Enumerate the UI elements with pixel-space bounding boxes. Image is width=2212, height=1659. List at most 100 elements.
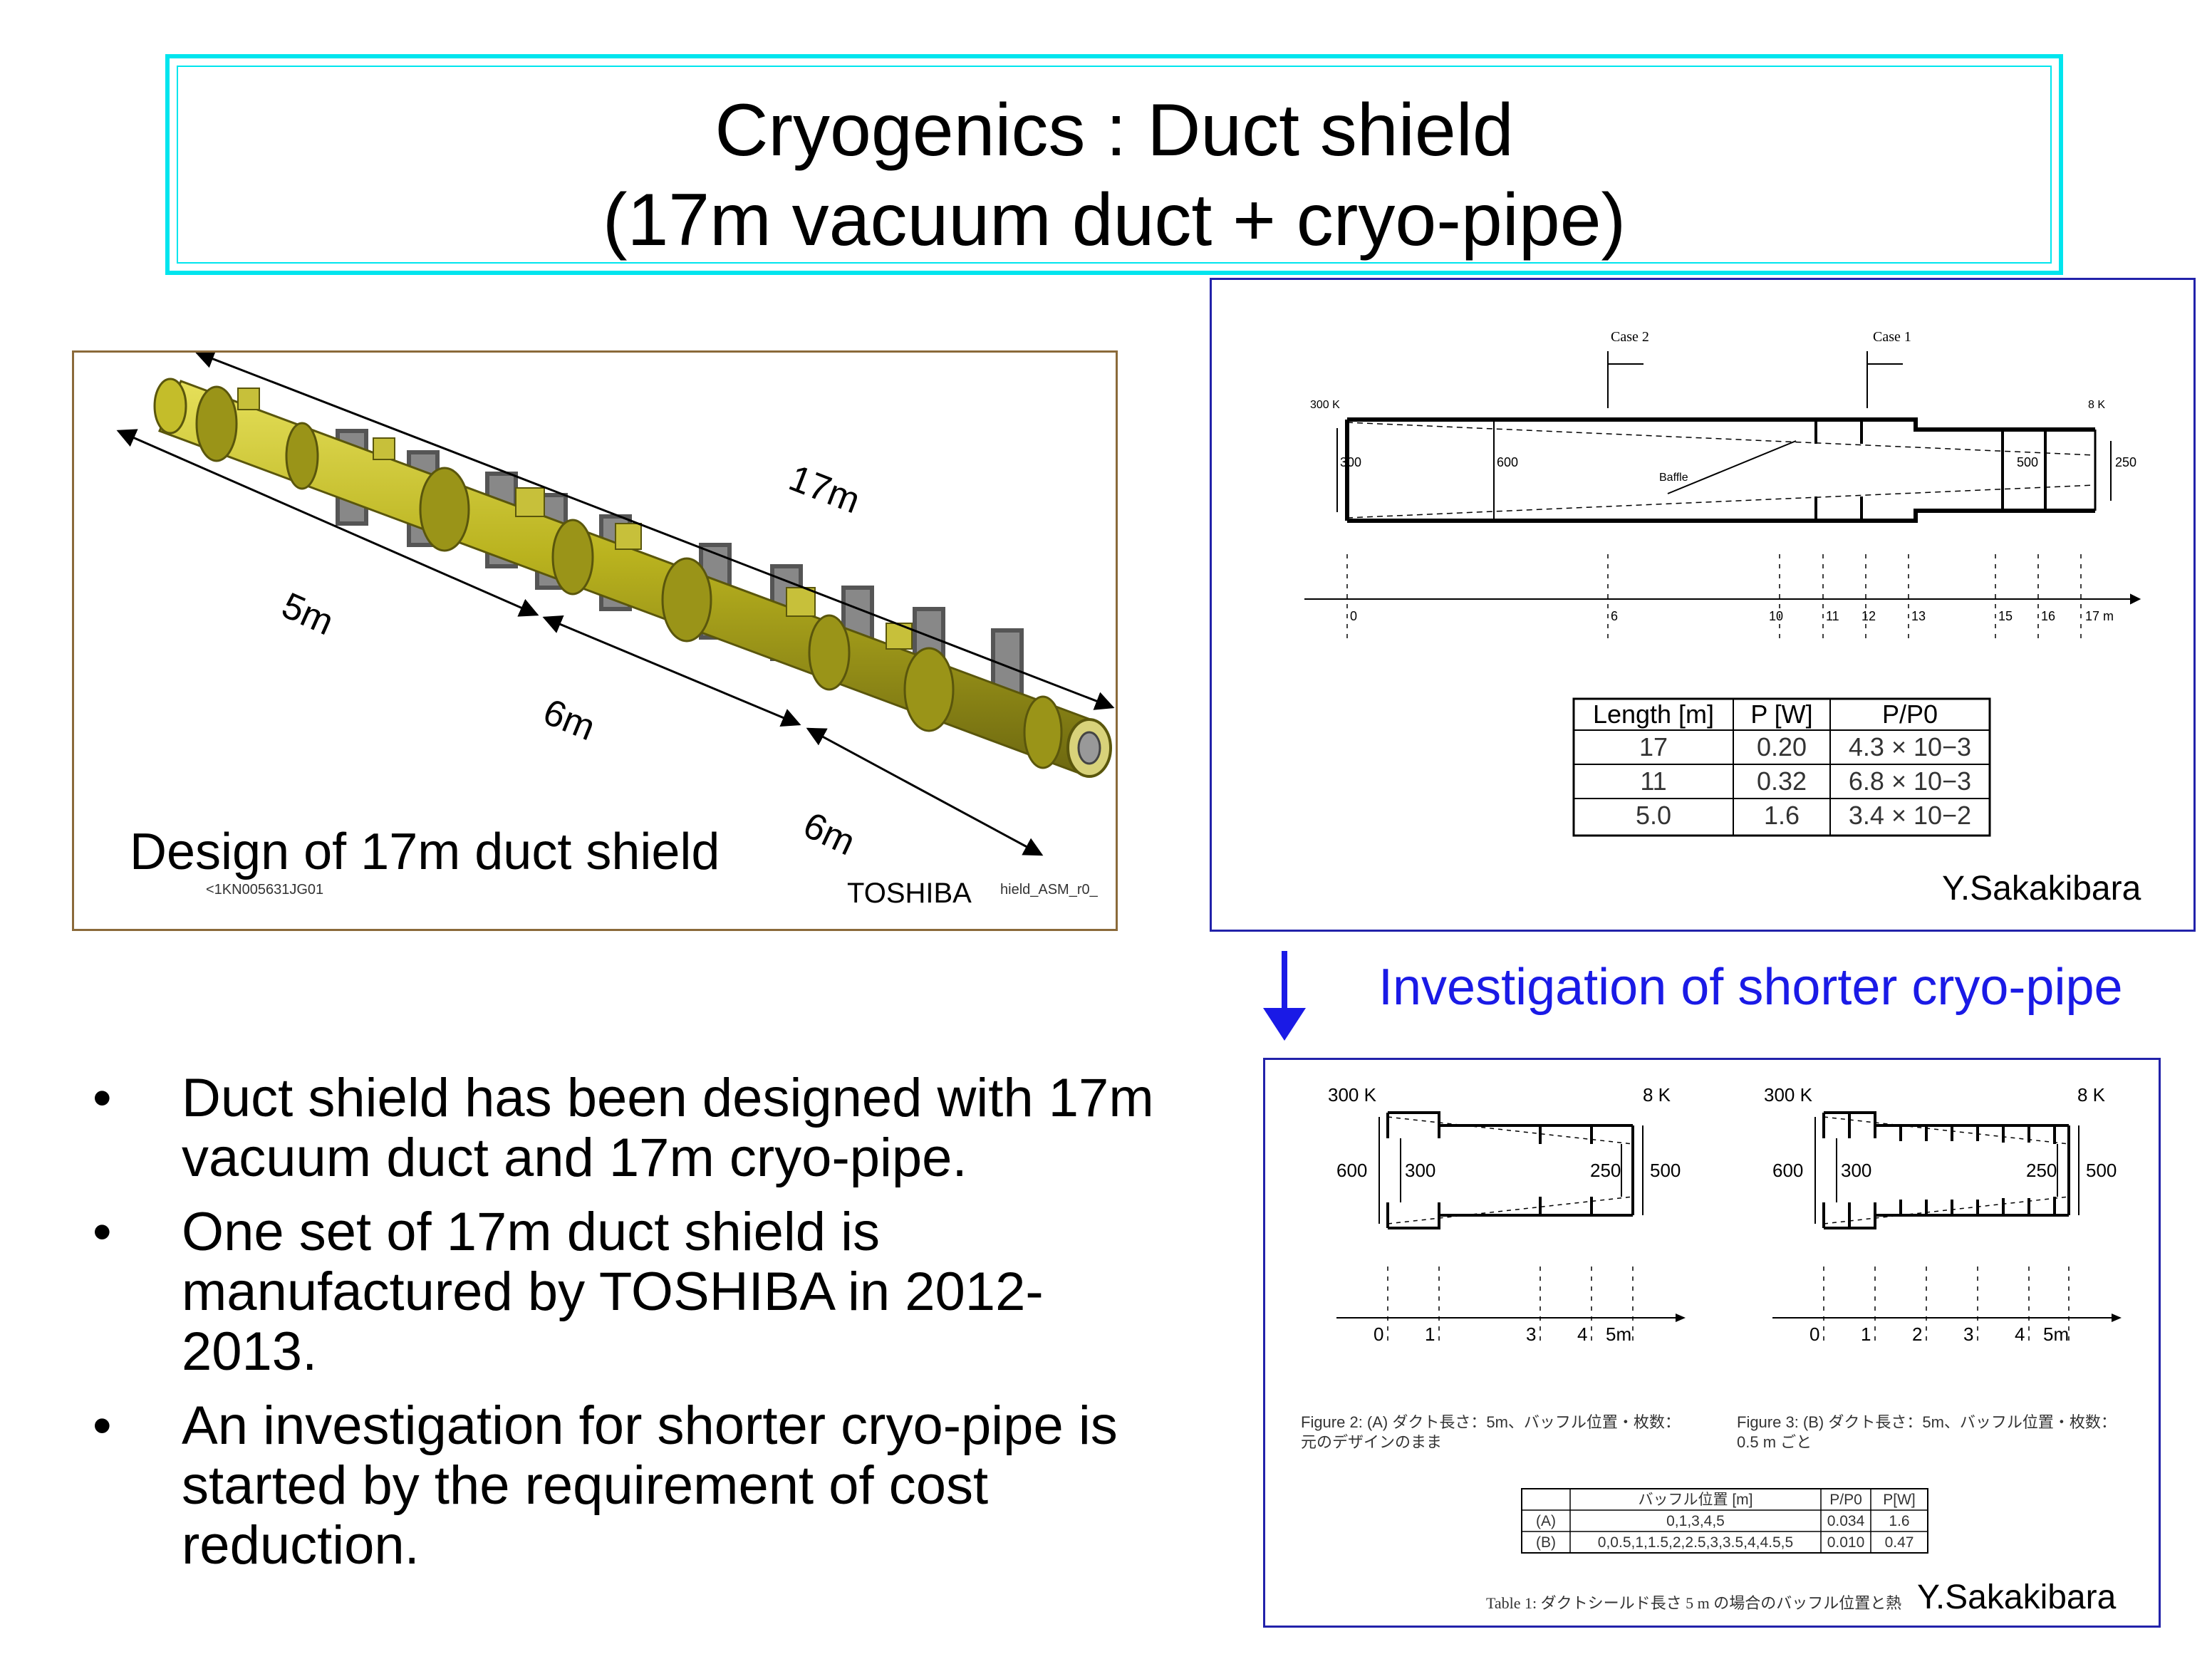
table-cell: 1.6 [1764,801,1800,830]
figure-a-duct: 300 K 8 K 600 300 250 500 [1328,1084,1686,1345]
bullet-text: One set of 17m duct shield is manufactur… [182,1202,1044,1382]
figA-tick-1: 1 [1425,1323,1435,1345]
dimension-5m-label: 5m [276,585,340,643]
baffle-table-cell: (A) [1536,1513,1556,1529]
axis-tick-16: 16 [2041,609,2055,623]
table-cell: 5.0 [1636,801,1671,830]
temp-left-label: 300 K [1310,399,1340,411]
title-box: Cryogenics : Duct shield (17m vacuum duc… [165,54,2063,275]
case1-label: Case 1 [1873,329,1911,345]
table-cell: 11 [1640,766,1666,796]
table-cell: 0.32 [1757,766,1807,796]
manufacturer-label: TOSHIBA [847,878,972,909]
duct-shield-model-panel: 17m 5m 6m 6m <1KN005631JG01 hield_ASM_r0… [72,350,1118,931]
dimension-17m-line [194,353,1115,710]
baffle-table-cell: 0.010 [1827,1534,1865,1551]
figB-temp-right: 8 K [2077,1084,2106,1106]
dim-500-label: 500 [2017,455,2038,469]
case2-label: Case 2 [1611,329,1649,345]
figB-caption-line1: Figure 3: (B) ダクト長さ：5m、バッフル位置・枚数： [1737,1413,2117,1431]
figA-caption-line2: 元のデザインのまま [1301,1433,1442,1451]
figA-tick-5m: 5m [1606,1323,1631,1345]
dim-250-label: 250 [2115,455,2136,469]
figB-dim-300: 300 [1841,1160,1871,1181]
bullet-text: An investigation for shorter cryo-pipe i… [182,1395,1118,1576]
axis-tick-17m: 17 m [2085,609,2114,623]
dimension-6m-line-a [542,615,801,727]
temp-right-label: 8 K [2088,399,2105,411]
figB-tick-4: 4 [2015,1323,2025,1345]
axis-tick-6: 6 [1611,609,1618,623]
figB-tick-2: 2 [1912,1323,1922,1345]
baffle-table-cell: 0.034 [1827,1513,1865,1529]
figA-dim-300: 300 [1405,1160,1435,1181]
bullet-item: • An investigation for shorter cryo-pipe … [85,1396,1154,1576]
axis-tick-13: 13 [1911,609,1926,623]
baffle-table-header: P/P0 [1829,1492,1862,1508]
baffle-table-header: バッフル位置 [m] [1639,1492,1753,1508]
figB-dim-600: 600 [1772,1160,1803,1181]
table-header-power: P [W] [1750,700,1812,729]
table-cell: 17 [1639,732,1668,761]
baffle-table-cell: 0,1,3,4,5 [1666,1513,1725,1529]
duct-shield-model-illustration: 17m 5m 6m 6m <1KN005631JG01 hield_ASM_r0… [116,353,1115,909]
axis-tick-15: 15 [1998,609,2013,623]
dimension-6m-label-a: 6m [538,691,601,749]
bullet-item: • One set of 17m duct shield is manufactu… [85,1202,1154,1382]
baffle-label: Baffle [1659,472,1688,484]
credit-sakakibara-2: Y.Sakakibara [1917,1579,2117,1616]
figA-caption-line1: Figure 2: (A) ダクト長さ：5m、バッフル位置・枚数： [1301,1413,1681,1431]
length-axis [1304,554,2141,643]
bullet-item: • Duct shield has been designed with 17m … [85,1068,1154,1188]
figB-dim-500: 500 [2086,1160,2117,1181]
figB-tick-3: 3 [1963,1323,1973,1345]
figA-dim-250: 250 [1590,1160,1621,1181]
title-line-2: (17m vacuum duct + cryo-pipe) [602,179,1626,261]
axis-tick-10: 10 [1769,609,1783,623]
dimension-6m-line-b [806,727,1044,856]
table-cell: 0.20 [1757,732,1807,761]
figB-caption-line2: 0.5 m ごと [1737,1433,1812,1451]
table-header-length: Length [m] [1593,700,1714,729]
dim-300-label: 300 [1340,455,1361,469]
model-file-suffix: hield_ASM_r0_ [1000,882,1099,898]
figB-dim-250: 250 [2026,1160,2057,1181]
dimension-lines [116,353,1115,856]
figB-temp-left: 300 K [1764,1084,1813,1106]
short-duct-diagram: 300 K 8 K 600 300 250 500 [1301,1084,2122,1616]
baffle-table-cell: (B) [1536,1534,1556,1551]
baffle-table-cell: 1.6 [1889,1513,1909,1529]
model-file-label: <1KN005631JG01 [206,882,323,898]
short-duct-figure-5m: 300 K 8 K 600 300 250 500 [1263,1058,2161,1628]
slide-title: Cryogenics : Duct shield (17m vacuum duc… [170,85,2059,265]
bullet-dot-icon: • [93,1202,112,1262]
table-cell: 3.4 × 10−2 [1849,801,1971,830]
title-inner-frame [177,66,2052,264]
axis-tick-0: 0 [1350,609,1357,623]
table-header-ratio: P/P0 [1882,700,1938,729]
figB-tick-5m: 5m [2043,1323,2069,1345]
baffle-table-caption: Table 1: ダクトシールド長さ 5 m の場合のバッフル位置と熱 [1486,1594,1901,1612]
figA-tick-3: 3 [1526,1323,1536,1345]
bullet-dot-icon: • [93,1068,112,1128]
model-caption: Design of 17m duct shield [130,823,720,880]
figB-tick-0: 0 [1809,1323,1819,1345]
figB-tick-1: 1 [1861,1323,1871,1345]
dimension-5m-line [116,429,539,617]
bullet-text: Duct shield has been designed with 17m v… [182,1068,1154,1188]
axis-tick-11: 11 [1826,609,1839,623]
baffle-table-header: P[W] [1883,1492,1916,1508]
investigation-caption: Investigation of shorter cryo-pipe [1378,959,2123,1016]
baffle-table-cell: 0,0.5,1,1.5,2,2.5,3,3.5,4,4.5,5 [1598,1534,1793,1551]
duct-section-diagram: Case 2 Case 1 300 K 8 K [1304,329,2141,907]
dim-600-label: 600 [1497,455,1518,469]
bullet-dot-icon: • [93,1395,112,1456]
figA-temp-right: 8 K [1643,1084,1671,1106]
title-line-1: Cryogenics : Duct shield [715,89,1514,172]
figA-tick-0: 0 [1374,1323,1383,1345]
table-cell: 6.8 × 10−3 [1849,766,1971,796]
summary-bullets: • Duct shield has been designed with 17m … [85,1068,1154,1590]
duct-section-figure-17m: Case 2 Case 1 300 K 8 K [1210,278,2196,932]
duct-pipe [153,378,1112,778]
baffle-position-table: バッフル位置 [m] P/P0 P[W] (A) 0,1,3,4,5 0.034… [1521,1488,1928,1554]
